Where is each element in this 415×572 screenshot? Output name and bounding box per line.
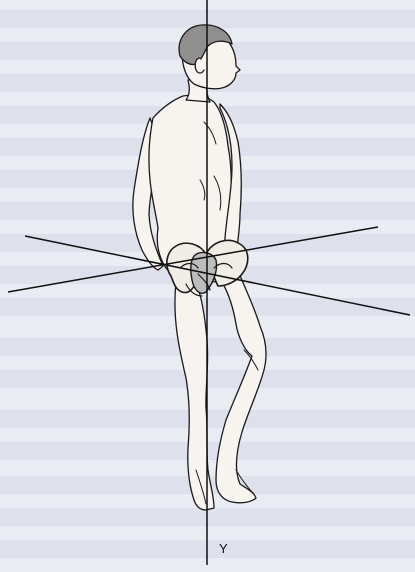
y-axis-label: Y	[219, 541, 228, 556]
back-leg	[175, 282, 214, 510]
